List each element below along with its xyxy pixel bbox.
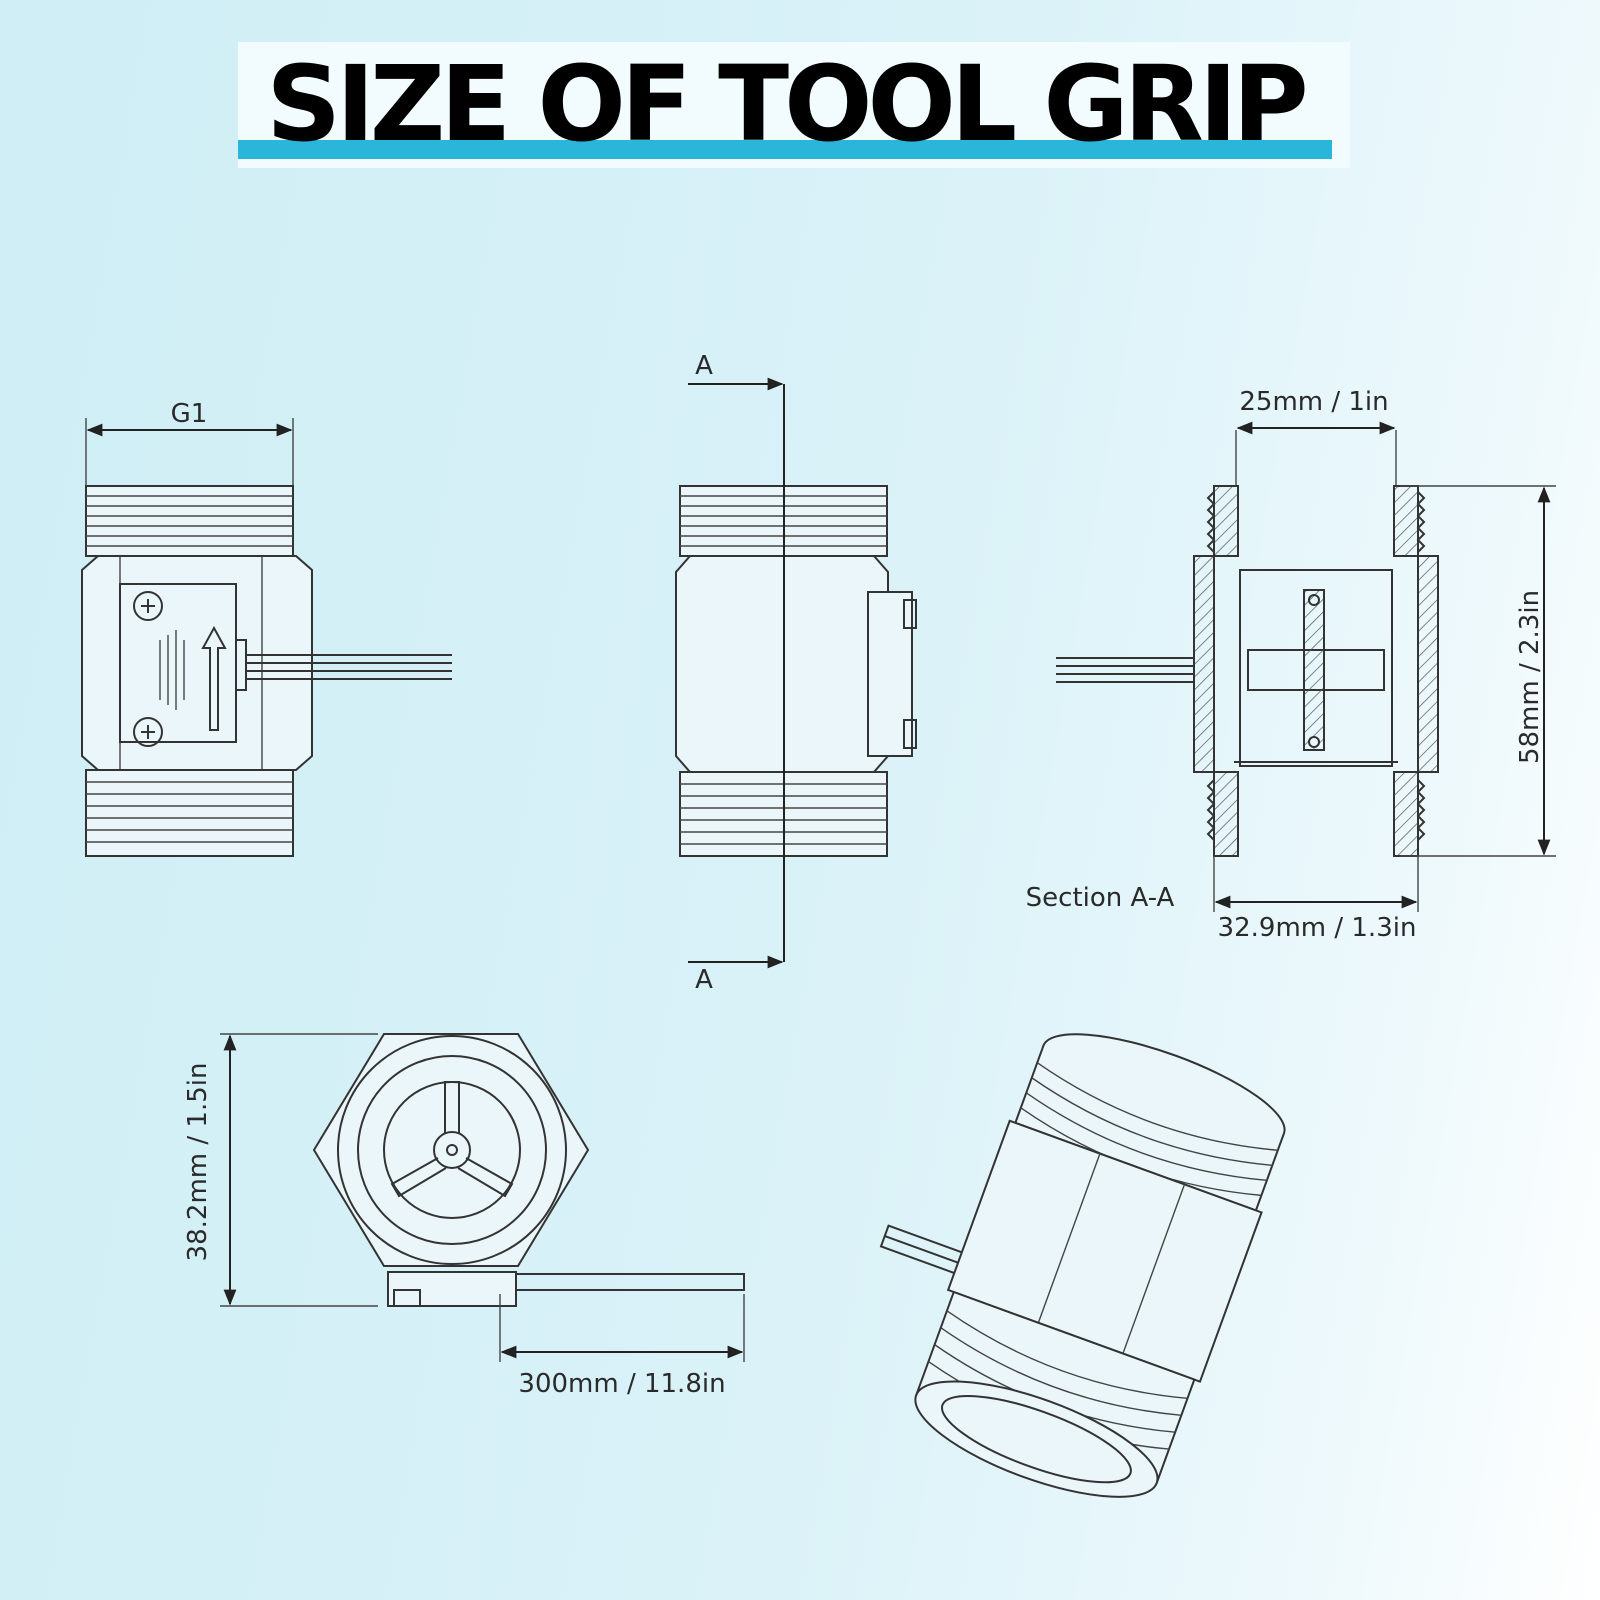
top-thread-ridges	[86, 495, 293, 547]
thread-profile	[1416, 779, 1426, 841]
g1-label: G1	[171, 399, 208, 429]
cable-300-label: 300mm / 11.8in	[518, 1369, 725, 1399]
hex-body	[81, 555, 313, 771]
cable	[516, 1273, 745, 1291]
side-view: A A	[675, 351, 917, 995]
height-58-label: 58mm / 2.3in	[1515, 590, 1545, 764]
height-38-2-label: 38.2mm / 1.5in	[183, 1063, 213, 1262]
bottom-thread	[85, 769, 294, 857]
thread-profile	[1206, 779, 1216, 841]
cable-wires	[879, 1224, 963, 1274]
flow-arrow-icon	[201, 625, 227, 731]
cable-wires	[1056, 657, 1194, 683]
section-a-top-label: A	[695, 351, 713, 381]
isometric-view	[879, 1033, 1286, 1498]
screw-icon	[133, 717, 163, 747]
section-a-bottom-label: A	[695, 965, 713, 995]
bottom-thread-ridges	[86, 781, 293, 843]
title-accent-bar	[238, 140, 1332, 159]
sensor-housing	[867, 591, 913, 757]
rotor-shaft	[1303, 589, 1325, 751]
thread-profile	[1416, 491, 1426, 553]
wall-left-hatched	[1193, 485, 1239, 857]
thread-profile	[1206, 491, 1216, 553]
plate-text-lines	[159, 630, 185, 710]
section-a-a-label: Section A-A	[1026, 883, 1175, 913]
bottom-opening	[914, 1380, 1159, 1498]
page-title: SIZE OF TOOL GRIP	[266, 43, 1309, 165]
rotor-chamber	[1239, 569, 1393, 767]
section-view: 25mm / 1in 58mm / 2.3in Section A-A 32.9…	[1026, 387, 1556, 943]
impeller-icon	[390, 1081, 514, 1198]
wall-right-hatched	[1393, 485, 1439, 857]
outer-ring	[337, 1035, 567, 1265]
top-thread	[85, 485, 294, 557]
end-view: 38.2mm / 1.5in 300mm / 11.8in	[183, 1033, 745, 1399]
width-32-9-label: 32.9mm / 1.3in	[1218, 913, 1417, 943]
width-25-label: 25mm / 1in	[1239, 387, 1388, 417]
hex-body	[675, 555, 889, 773]
front-view: G1	[81, 399, 452, 857]
cable-wires	[246, 654, 452, 680]
screw-icon	[133, 591, 163, 621]
